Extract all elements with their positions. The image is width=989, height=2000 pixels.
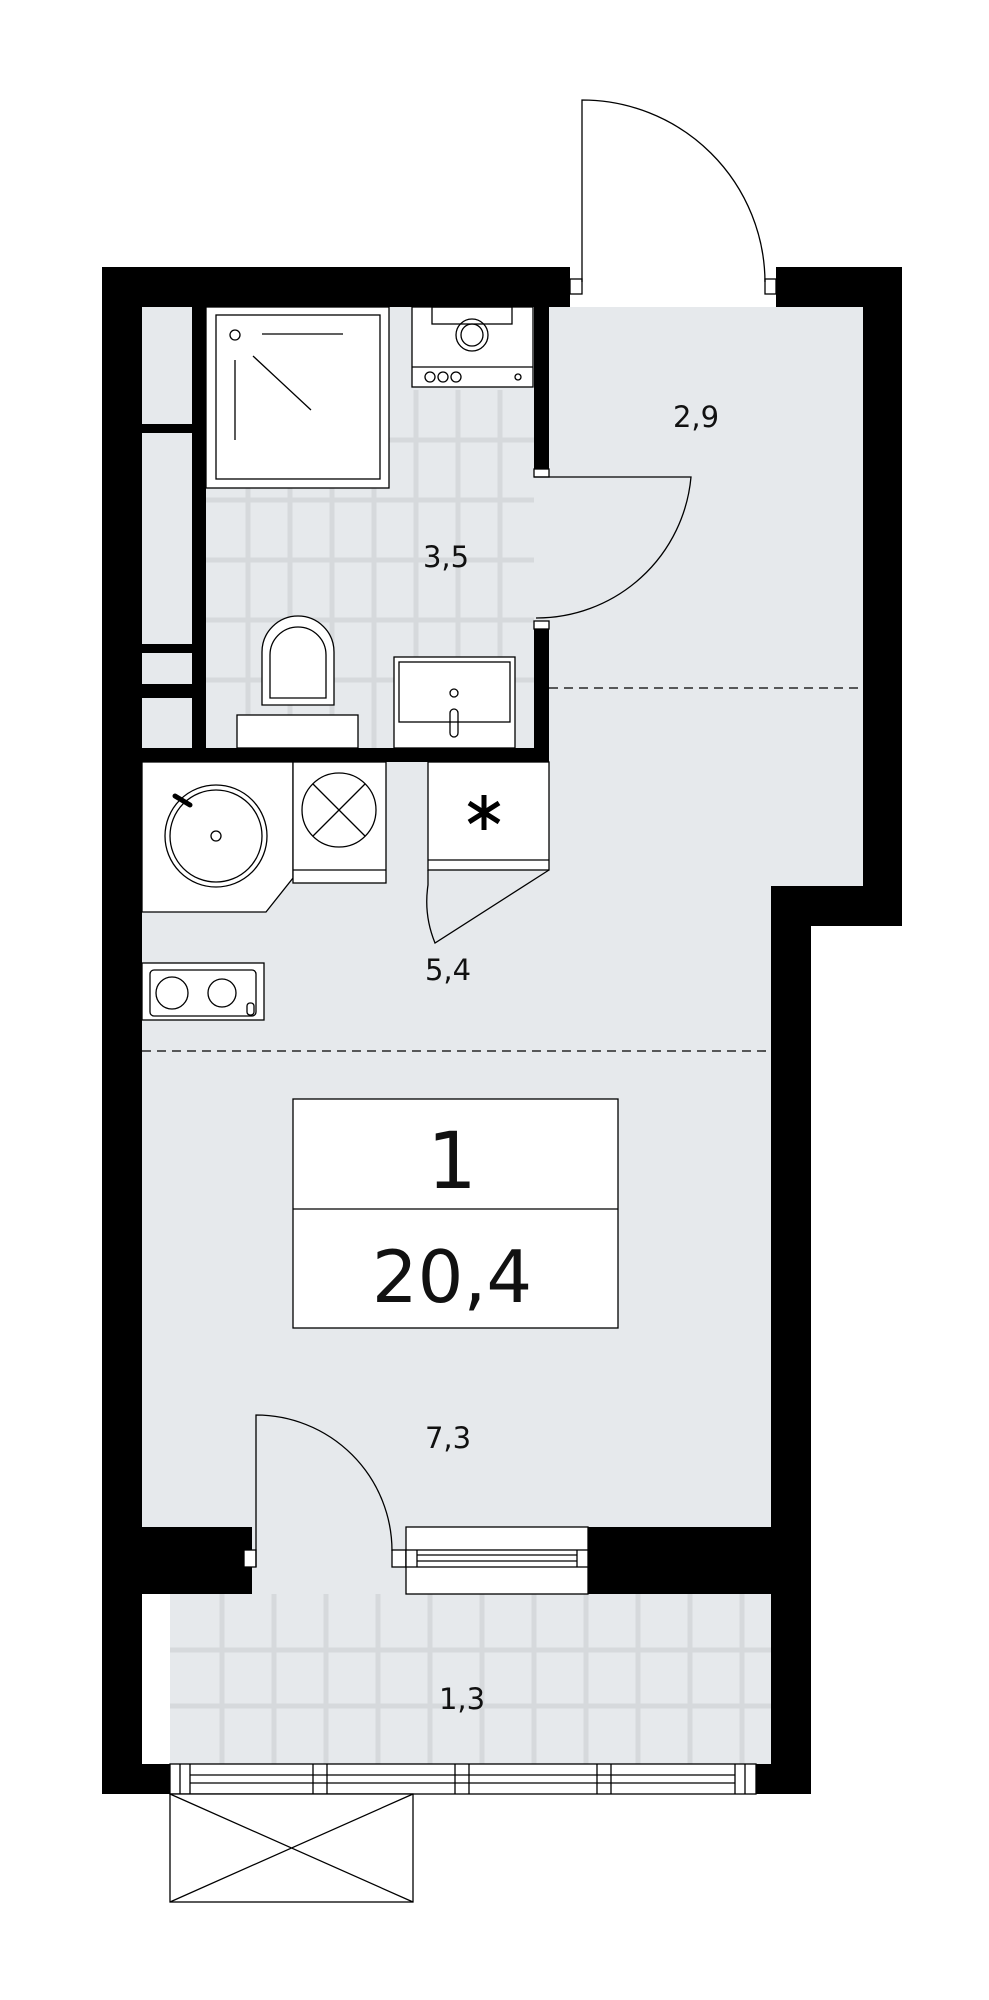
bathroom-door[interactable] bbox=[533, 468, 692, 630]
total-area: 20,4 bbox=[372, 1235, 532, 1319]
balcony-railing bbox=[169, 1763, 757, 1795]
walls bbox=[102, 267, 902, 1794]
washing-machine-icon bbox=[411, 306, 534, 388]
dishwasher-icon bbox=[292, 761, 387, 884]
rooms-count: 1 bbox=[427, 1117, 477, 1207]
balcony-tiles bbox=[170, 1594, 773, 1764]
toilet-icon bbox=[236, 615, 359, 749]
corner-sink-icon bbox=[141, 761, 294, 913]
balcony-door[interactable] bbox=[243, 1414, 407, 1568]
sink-icon bbox=[393, 656, 516, 749]
balcony-floor bbox=[170, 1594, 773, 1764]
door-passage-floor bbox=[252, 1527, 406, 1594]
area-hall: 2,9 bbox=[673, 400, 719, 434]
shower-icon bbox=[205, 306, 390, 489]
apartment-summary-box: 1 20,4 bbox=[292, 1098, 619, 1329]
fridge-icon bbox=[426, 761, 550, 944]
area-balcony: 1,3 bbox=[439, 1682, 485, 1716]
area-kitchen: 5,4 bbox=[425, 953, 471, 987]
stove-icon bbox=[141, 962, 265, 1021]
balcony-window bbox=[405, 1526, 589, 1595]
entrance-door[interactable] bbox=[569, 99, 777, 295]
area-living: 7,3 bbox=[425, 1421, 471, 1455]
exterior-box-icon bbox=[169, 1793, 414, 1903]
area-bathroom: 3,5 bbox=[423, 540, 469, 574]
